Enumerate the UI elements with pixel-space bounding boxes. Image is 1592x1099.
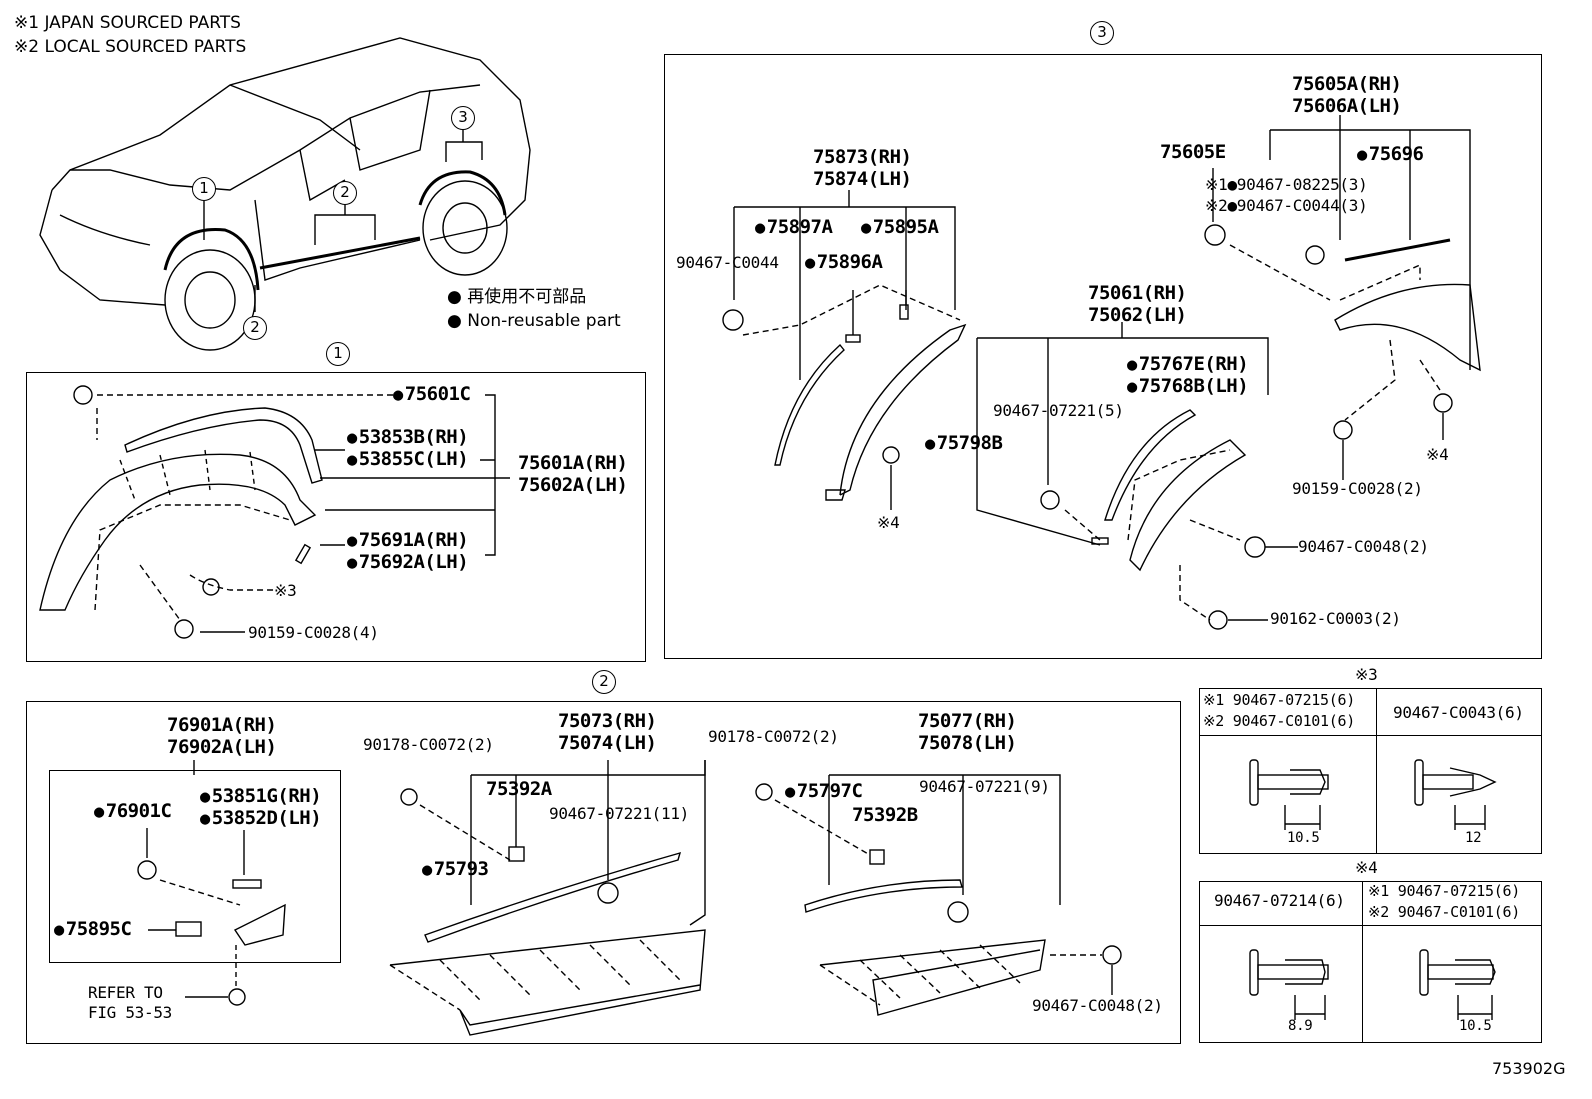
part-90467-C0044[interactable]: 90467-C0044 bbox=[676, 253, 779, 272]
part-75077[interactable]: 75077(RH) bbox=[918, 710, 1017, 732]
part-90159-C0028-4[interactable]: 90159-C0028(4) bbox=[248, 623, 379, 642]
section-3-label: 3 bbox=[1090, 21, 1114, 45]
ref4-dim2: 10.5 bbox=[1459, 1018, 1492, 1034]
part-76901C[interactable]: 76901C bbox=[94, 802, 172, 821]
ref4-h2b: ※2 90467-C0101(6) bbox=[1368, 903, 1520, 921]
ref4-row-divider bbox=[1199, 925, 1542, 926]
ref3-row-divider bbox=[1199, 735, 1542, 736]
note-local-sourced: ※2 LOCAL SOURCED PARTS bbox=[14, 37, 247, 57]
legend-jp: ● 再使用不可部品 bbox=[447, 289, 586, 306]
ref4-h2a: ※1 90467-07215(6) bbox=[1368, 882, 1520, 900]
part-90467-C0048-2-s3[interactable]: 90467-C0048(2) bbox=[1298, 537, 1429, 556]
part-75798B[interactable]: 75798B bbox=[925, 434, 1003, 453]
part-75896A[interactable]: 75896A bbox=[805, 253, 883, 272]
part-90159-C0028-2[interactable]: 90159-C0028(2) bbox=[1292, 479, 1423, 498]
part-90467-07221-9[interactable]: 90467-07221(9) bbox=[919, 777, 1050, 796]
clip-drawings bbox=[1249, 759, 1497, 1020]
bullet-icon: ● bbox=[447, 311, 468, 331]
part-75602A[interactable]: 75602A(LH) bbox=[518, 474, 628, 496]
part-75691A[interactable]: 75691A(RH) bbox=[347, 531, 469, 550]
ref3-table bbox=[1199, 688, 1542, 854]
part-90467-C0048-2-s2[interactable]: 90467-C0048(2) bbox=[1032, 996, 1163, 1015]
callout-2-lower[interactable]: 2 bbox=[243, 316, 267, 340]
part-75696[interactable]: 75696 bbox=[1357, 145, 1424, 164]
ref3-dim2: 12 bbox=[1465, 830, 1482, 846]
section-1-art bbox=[39, 385, 510, 639]
part-75392A[interactable]: 75392A bbox=[486, 778, 552, 800]
part-90178-C0072-a[interactable]: 90178-C0072(2) bbox=[363, 735, 494, 754]
part-90162-C0003-2[interactable]: 90162-C0003(2) bbox=[1270, 609, 1401, 628]
ref3-h1b: ※2 90467-C0101(6) bbox=[1203, 712, 1355, 730]
refer-fig-link[interactable]: FIG 53-53 bbox=[88, 1003, 172, 1022]
part-75793[interactable]: 75793 bbox=[422, 860, 489, 879]
legend-jp-text: 再使用不可部品 bbox=[467, 287, 587, 307]
part-90467-07221-5[interactable]: 90467-07221(5) bbox=[993, 401, 1124, 420]
part-75073[interactable]: 75073(RH) bbox=[558, 710, 657, 732]
vehicle-illustration bbox=[39, 37, 531, 351]
part-75601C[interactable]: 75601C bbox=[393, 385, 471, 404]
part-75692A[interactable]: 75692A(LH) bbox=[347, 553, 469, 572]
part-75797C[interactable]: 75797C bbox=[785, 782, 863, 801]
part-75605A[interactable]: 75605A(RH) bbox=[1292, 73, 1402, 95]
part-90467-08225-3[interactable]: ※1●90467-08225(3) bbox=[1205, 175, 1368, 194]
part-75078[interactable]: 75078(LH) bbox=[918, 732, 1017, 754]
note-japan-sourced: ※1 JAPAN SOURCED PARTS bbox=[14, 13, 241, 33]
section-3-art bbox=[722, 115, 1481, 630]
part-53853B[interactable]: 53853B(RH) bbox=[347, 428, 469, 447]
ref-note-4b: ※4 bbox=[1426, 445, 1449, 464]
part-75062[interactable]: 75062(LH) bbox=[1088, 304, 1187, 326]
ref3-dim1: 10.5 bbox=[1287, 830, 1320, 846]
part-76902A[interactable]: 76902A(LH) bbox=[167, 736, 277, 758]
ref-note-4a: ※4 bbox=[877, 513, 900, 532]
ref4-table bbox=[1199, 881, 1542, 1043]
part-75392B[interactable]: 75392B bbox=[852, 804, 918, 826]
part-75074[interactable]: 75074(LH) bbox=[558, 732, 657, 754]
part-75895A[interactable]: 75895A bbox=[861, 218, 939, 237]
part-53855C[interactable]: 53855C(LH) bbox=[347, 450, 469, 469]
ref3-col-divider bbox=[1199, 688, 1377, 854]
bullet-icon: ● bbox=[447, 287, 468, 307]
part-75061[interactable]: 75061(RH) bbox=[1088, 282, 1187, 304]
legend-en: ● Non-reusable part bbox=[447, 313, 621, 330]
part-90467-07221-11[interactable]: 90467-07221(11) bbox=[549, 804, 689, 823]
figure-id: 753902G bbox=[1492, 1059, 1566, 1078]
callout-3-vehicle[interactable]: 3 bbox=[451, 106, 475, 130]
ref3-h1a: ※1 90467-07215(6) bbox=[1203, 691, 1355, 709]
legend-en-text: Non-reusable part bbox=[467, 311, 621, 331]
part-90178-C0072-b[interactable]: 90178-C0072(2) bbox=[708, 727, 839, 746]
part-75895C[interactable]: 75895C bbox=[54, 920, 132, 939]
callout-1-vehicle[interactable]: 1 bbox=[192, 177, 216, 201]
ref4-table-title: ※4 bbox=[1355, 858, 1378, 877]
part-75897A[interactable]: 75897A bbox=[755, 218, 833, 237]
part-53851G[interactable]: 53851G(RH) bbox=[200, 787, 322, 806]
section-2-label: 2 bbox=[592, 670, 616, 694]
part-75767E[interactable]: 75767E(RH) bbox=[1127, 355, 1249, 374]
part-75605E[interactable]: 75605E bbox=[1160, 141, 1226, 163]
section-1-box bbox=[26, 372, 646, 662]
ref-note-3: ※3 bbox=[274, 581, 297, 600]
ref4-col-divider bbox=[1199, 881, 1363, 1043]
section-2-art bbox=[137, 760, 1122, 1036]
refer-to-label: REFER TO bbox=[88, 983, 163, 1002]
part-53852D[interactable]: 53852D(LH) bbox=[200, 809, 322, 828]
part-75768B[interactable]: 75768B(LH) bbox=[1127, 377, 1249, 396]
part-75873[interactable]: 75873(RH) bbox=[813, 146, 912, 168]
part-75606A[interactable]: 75606A(LH) bbox=[1292, 95, 1402, 117]
part-76901A[interactable]: 76901A(RH) bbox=[167, 714, 277, 736]
ref4-h1: 90467-07214(6) bbox=[1214, 891, 1345, 910]
callout-2-vehicle[interactable]: 2 bbox=[333, 181, 357, 205]
section-2-subbox bbox=[49, 770, 341, 963]
ref3-h2: 90467-C0043(6) bbox=[1393, 703, 1524, 722]
section-2-box bbox=[26, 701, 1181, 1044]
section-1-label: 1 bbox=[326, 342, 350, 366]
ref4-dim1: 8.9 bbox=[1288, 1018, 1313, 1034]
ref3-table-title: ※3 bbox=[1355, 665, 1378, 684]
part-90467-C0044-3[interactable]: ※2●90467-C0044(3) bbox=[1205, 196, 1368, 215]
part-75874[interactable]: 75874(LH) bbox=[813, 168, 912, 190]
part-75601A[interactable]: 75601A(RH) bbox=[518, 452, 628, 474]
section-3-box bbox=[664, 54, 1542, 659]
